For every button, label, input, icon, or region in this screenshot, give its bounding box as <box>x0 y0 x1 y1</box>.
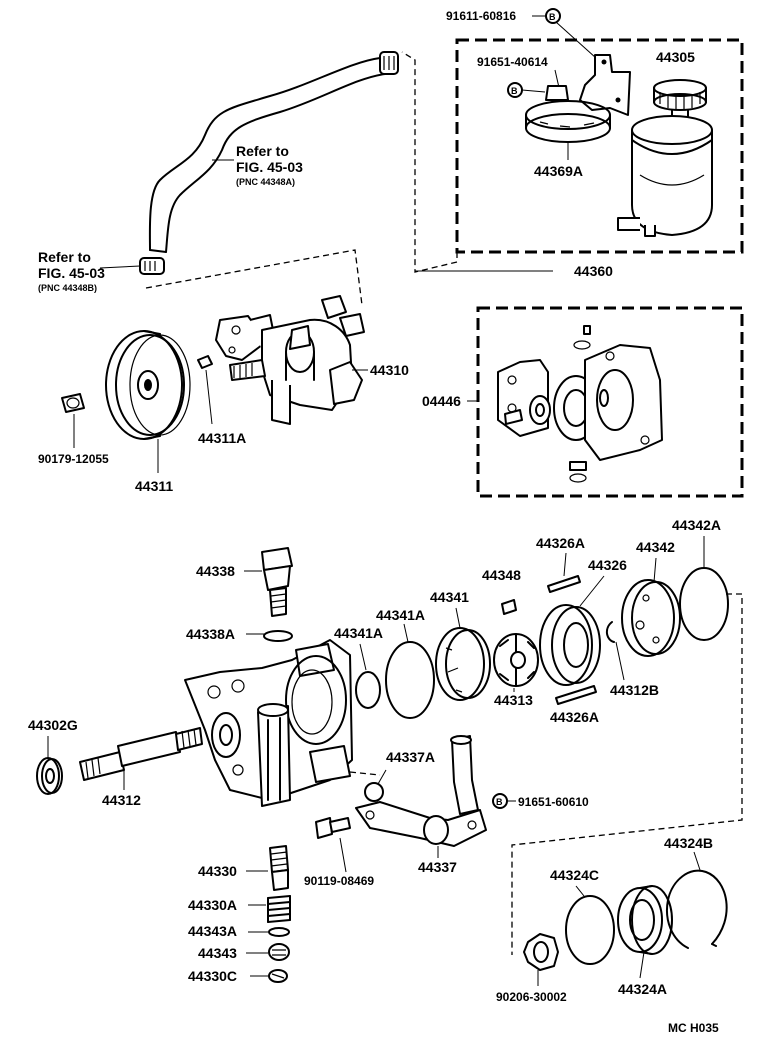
label-44337A: 44337A <box>386 749 435 765</box>
clamp-to-pump-dash <box>145 249 363 306</box>
gasket-kit-parts <box>497 325 663 483</box>
bolt-90119-08469 <box>315 817 351 839</box>
label-44330A: 44330A <box>188 897 237 913</box>
label-44343A: 44343A <box>188 923 237 939</box>
label-44360: 44360 <box>574 263 613 279</box>
gasket-kit-box <box>476 306 744 498</box>
housing-to-cover-dash <box>349 771 381 776</box>
ref-top-line2: FIG. 45-03 <box>236 159 303 175</box>
ref-left-line1: Refer to <box>38 249 91 265</box>
pump-assembly-44310 <box>215 295 365 425</box>
bearing-44302g <box>36 757 63 795</box>
washer-90206-30002 <box>523 933 559 971</box>
o-ring-44337a <box>364 782 384 802</box>
label-44326A-1: 44326A <box>536 535 585 551</box>
label-44324C: 44324C <box>550 867 599 883</box>
label-44341: 44341 <box>430 589 469 605</box>
o-ring-44338a <box>263 630 293 642</box>
label-44369A: 44369A <box>534 163 583 179</box>
ref-left-line3: (PNC 44348B) <box>38 283 97 293</box>
label-44338: 44338 <box>196 563 235 579</box>
label-44324A: 44324A <box>618 981 667 997</box>
label-44312: 44312 <box>102 792 141 808</box>
label-44305: 44305 <box>656 49 695 65</box>
label-90206-30002: 90206-30002 <box>496 990 567 1004</box>
label-44343: 44343 <box>198 945 237 961</box>
label-44330: 44330 <box>198 863 237 879</box>
label-44311: 44311 <box>135 478 173 494</box>
label-90179-12055: 90179-12055 <box>38 452 109 466</box>
label-91651-40614: 91651-40614 <box>477 55 548 69</box>
shaft-44312 <box>79 727 203 781</box>
label-91611-60816: 91611-60816 <box>446 9 516 23</box>
pulley-44311 <box>105 330 191 440</box>
ref-top-line1: Refer to <box>236 143 289 159</box>
rotor-44313 <box>493 633 539 687</box>
reservoir-tank <box>617 115 713 237</box>
reservoir-group-box <box>455 38 744 254</box>
bolt-91651-40614 <box>545 85 569 101</box>
label-04446: 04446 <box>422 393 461 409</box>
b-mark-91651a: B <box>507 82 523 98</box>
ref-left-line2: FIG. 45-03 <box>38 265 105 281</box>
label-44312B: 44312B <box>610 682 659 698</box>
end-cover-44324a <box>617 885 673 955</box>
label-44324B: 44324B <box>664 835 713 851</box>
o-ring-44342a <box>679 567 729 641</box>
plug-44343 <box>268 943 290 961</box>
label-44337: 44337 <box>418 859 457 875</box>
label-44326: 44326 <box>588 557 627 573</box>
suction-port-44337 <box>355 735 487 847</box>
label-44342A: 44342A <box>672 517 721 533</box>
o-ring-44341a-small <box>355 671 381 709</box>
ref-left-leader <box>99 265 141 269</box>
label-44338A: 44338A <box>186 626 235 642</box>
svg-text:B: B <box>511 86 518 96</box>
b-mark-91651b: B <box>492 793 508 809</box>
label-44302G: 44302G <box>28 717 78 733</box>
plate-to-bottom-dash <box>511 593 743 955</box>
b-mark-91611: B <box>545 8 561 24</box>
label-44341A-1: 44341A <box>334 625 383 641</box>
diagram-code: MC H035 <box>668 1021 719 1035</box>
o-ring-44341a-large <box>385 641 435 719</box>
svg-text:B: B <box>549 12 556 22</box>
hose-clamp-bottom <box>139 257 165 275</box>
side-plate-44341 <box>435 627 491 701</box>
pin-44326a-bottom <box>555 685 597 705</box>
label-91651-60610: 91651-60610 <box>518 795 589 809</box>
label-44310: 44310 <box>370 362 409 378</box>
label-44311A: 44311A <box>198 430 246 446</box>
o-ring-44324c <box>565 895 615 965</box>
ref-top-line3: (PNC 44348A) <box>236 177 295 187</box>
label-44341A-2: 44341A <box>376 607 425 623</box>
hose <box>148 57 386 253</box>
label-44313: 44313 <box>494 692 533 708</box>
pump-housing <box>184 639 353 807</box>
vane-44348 <box>501 599 517 615</box>
cam-ring-44326 <box>539 604 601 686</box>
reservoir-bracket <box>579 54 631 116</box>
pin-44326a-top <box>547 575 581 593</box>
label-44348: 44348 <box>482 567 521 583</box>
spring-44330a <box>267 895 291 923</box>
nut-44330c <box>268 969 288 983</box>
key-44311a <box>197 355 213 369</box>
o-ring-44343a <box>268 927 290 937</box>
reservoir-box-leader <box>401 51 458 273</box>
pressure-plate-44342 <box>621 579 681 657</box>
label-44342: 44342 <box>636 539 675 555</box>
hose-clamp-top <box>379 51 399 75</box>
nut-90179-12055 <box>61 393 85 413</box>
svg-text:B: B <box>496 797 503 807</box>
snap-ring-44312b <box>606 621 615 643</box>
snap-ring-44324b <box>666 869 728 949</box>
label-44330C: 44330C <box>188 968 237 984</box>
label-90119-08469: 90119-08469 <box>304 874 374 888</box>
valve-44330 <box>269 845 289 891</box>
label-44326A-2: 44326A <box>550 709 599 725</box>
union-44338 <box>261 547 293 617</box>
